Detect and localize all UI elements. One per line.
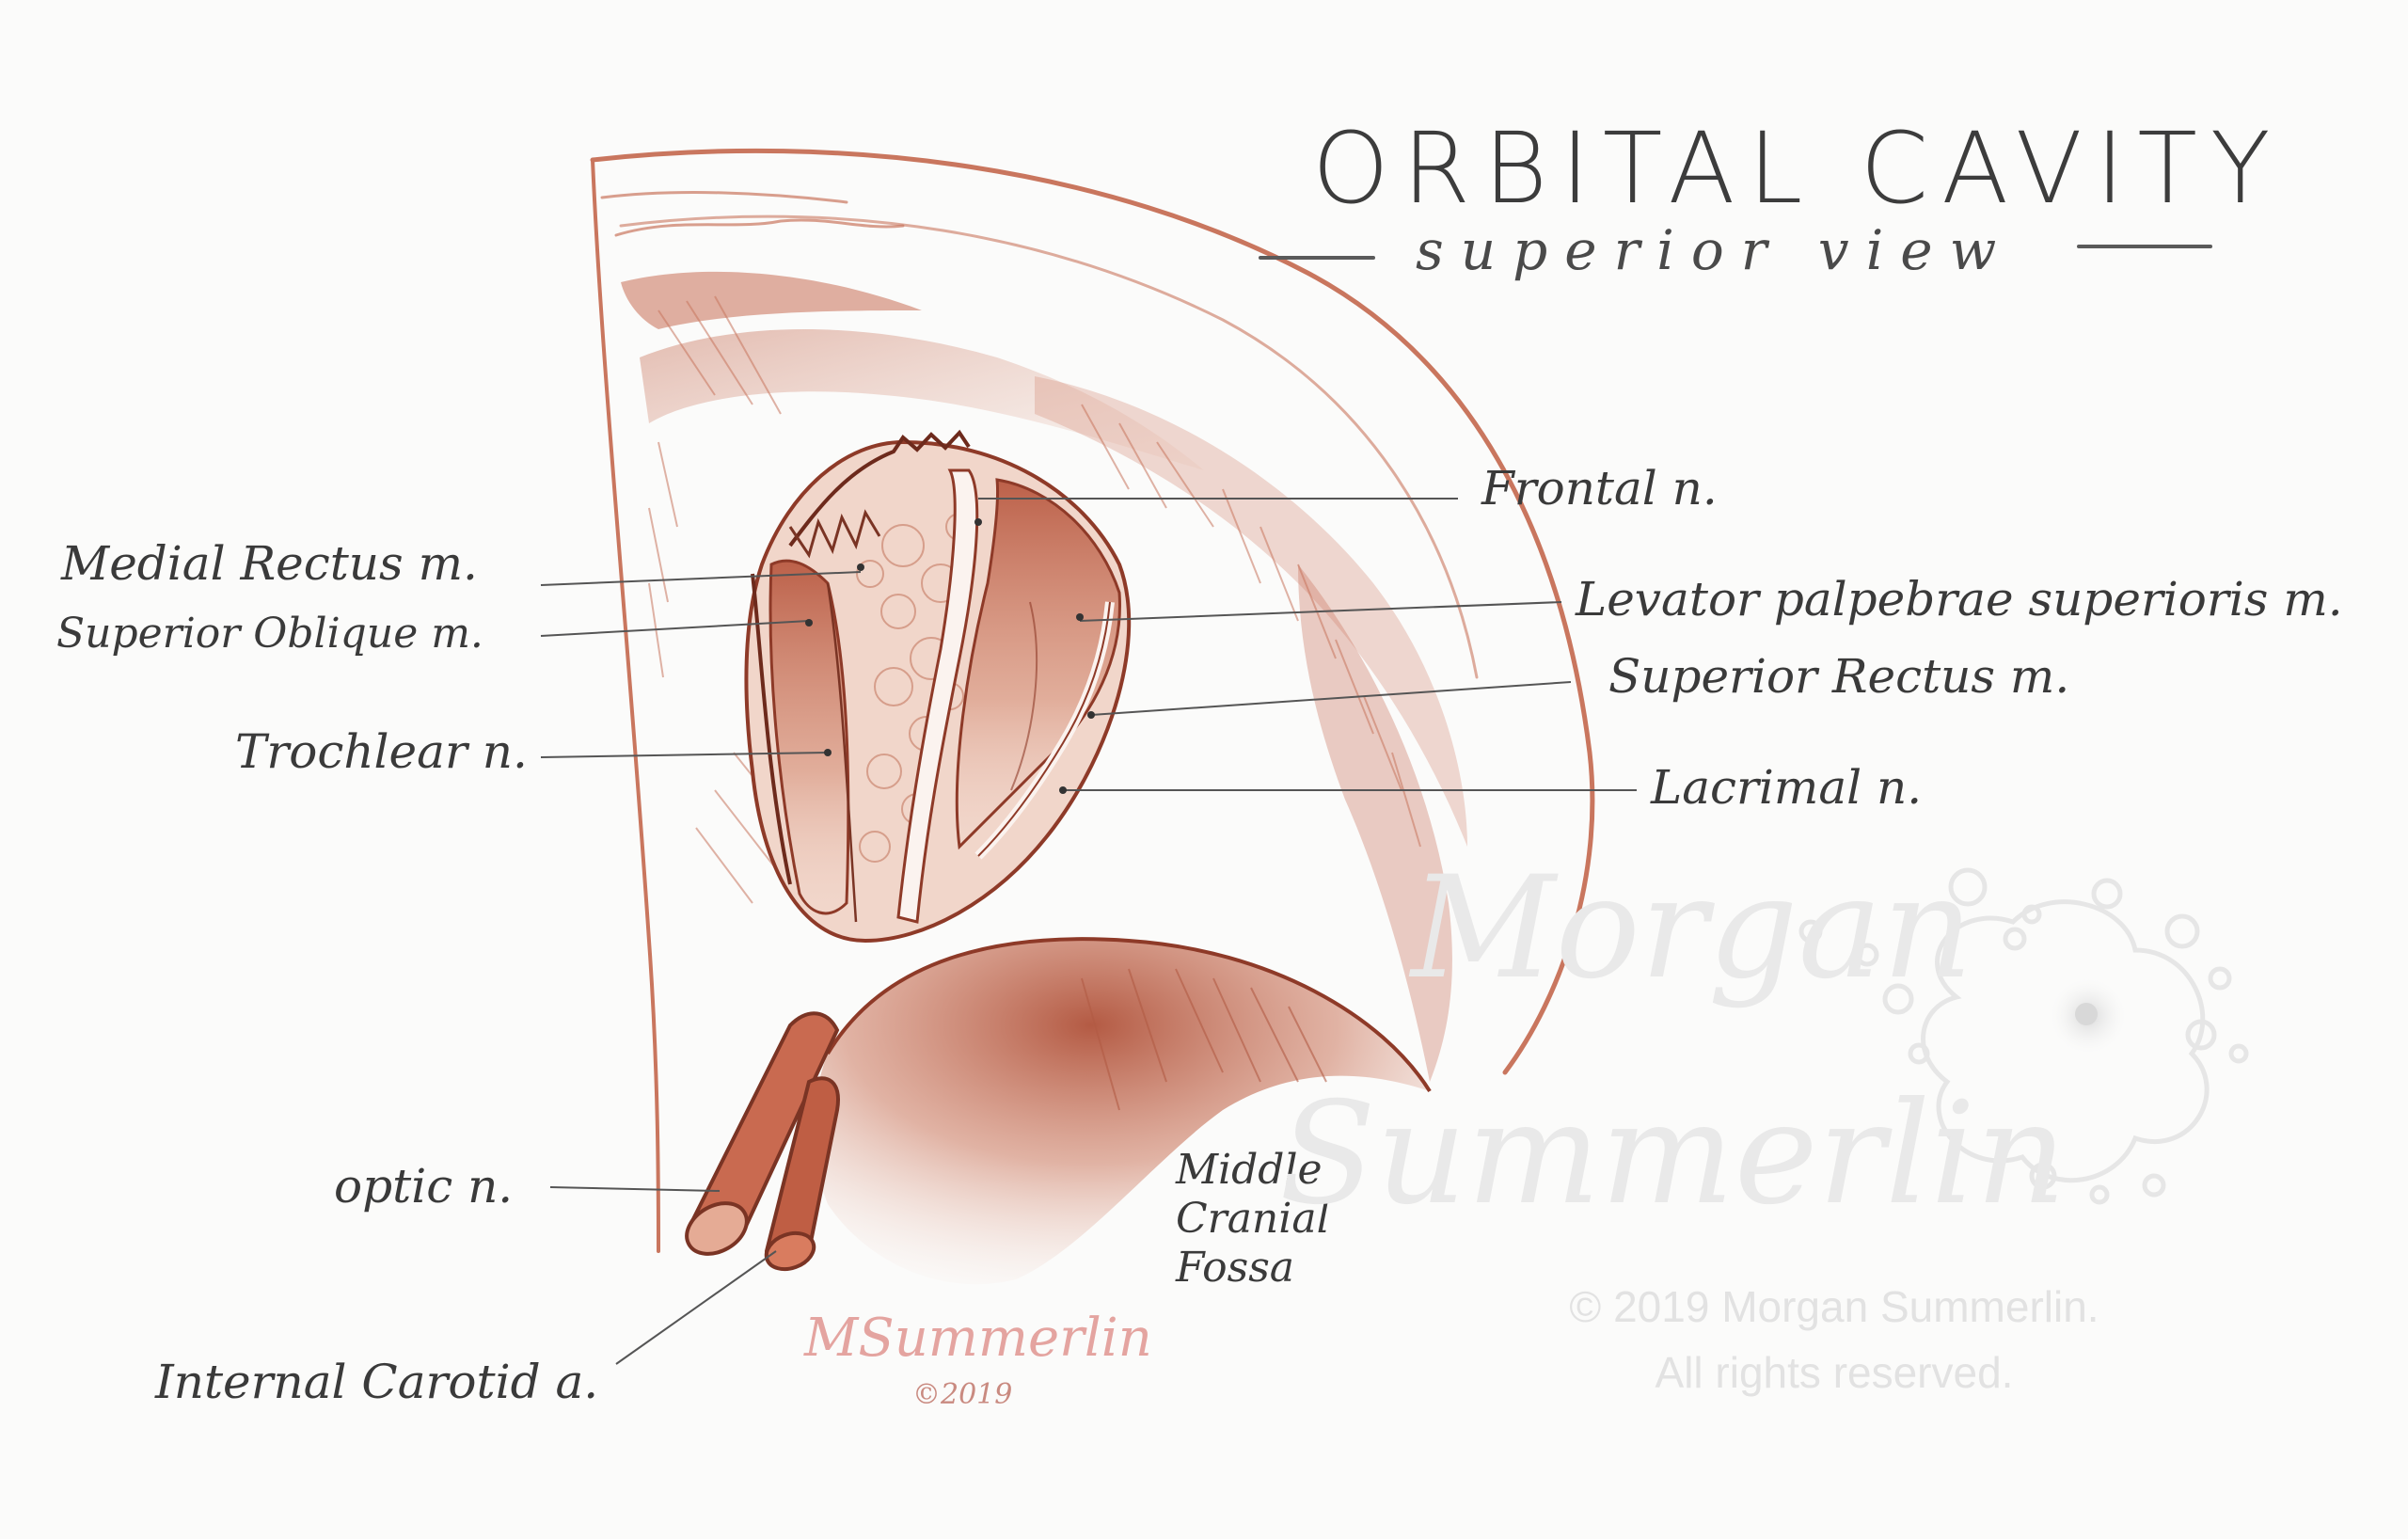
watermark-copyright-line1: © 2019 Morgan Summerlin. <box>1569 1282 2099 1331</box>
label-internal-carotid: Internal Carotid a. <box>155 1355 599 1409</box>
page-subtitle: superior view <box>1416 218 2014 282</box>
orbital-contents <box>744 429 1132 944</box>
label-lacrimal-nerve: Lacrimal n. <box>1651 760 1923 815</box>
watermark-name-line2: Summerlin <box>1279 1072 2067 1236</box>
label-middle-cranial-fossa-1: Middle <box>1176 1146 1323 1194</box>
label-trochlear-nerve: Trochlear n. <box>235 724 528 779</box>
label-superior-rectus: Superior Rectus m. <box>1608 649 2070 704</box>
watermark-name-line1: Morgan <box>1411 847 1973 1010</box>
artist-signature: MSummerlin <box>804 1308 1152 1369</box>
label-medial-rectus: Medial Rectus m. <box>61 536 478 591</box>
watermark-logo <box>1798 867 2249 1205</box>
subtitle-rules <box>1259 245 2212 260</box>
label-middle-cranial-fossa-2: Cranial <box>1176 1195 1330 1243</box>
label-optic-nerve: optic n. <box>334 1159 514 1214</box>
artist-signature-year: ©2019 <box>912 1378 1013 1411</box>
watermark-copyright-line2: All rights reserved. <box>1655 1348 2014 1397</box>
optic-nerve-and-carotid <box>685 1011 840 1272</box>
label-frontal-nerve: Frontal n. <box>1481 461 1718 516</box>
skull-outline <box>590 148 1595 1253</box>
leader-lines <box>540 498 1637 1365</box>
label-middle-cranial-fossa-3: Fossa <box>1176 1244 1295 1292</box>
page-title: ORBITAL CAVITY <box>1312 111 2284 226</box>
middle-cranial-fossa <box>814 937 1432 1285</box>
leader-dots <box>805 518 1095 794</box>
label-superior-oblique: Superior Oblique m. <box>56 610 483 658</box>
label-levator-palpebrae: Levator palpebrae superioris m. <box>1576 572 2343 627</box>
